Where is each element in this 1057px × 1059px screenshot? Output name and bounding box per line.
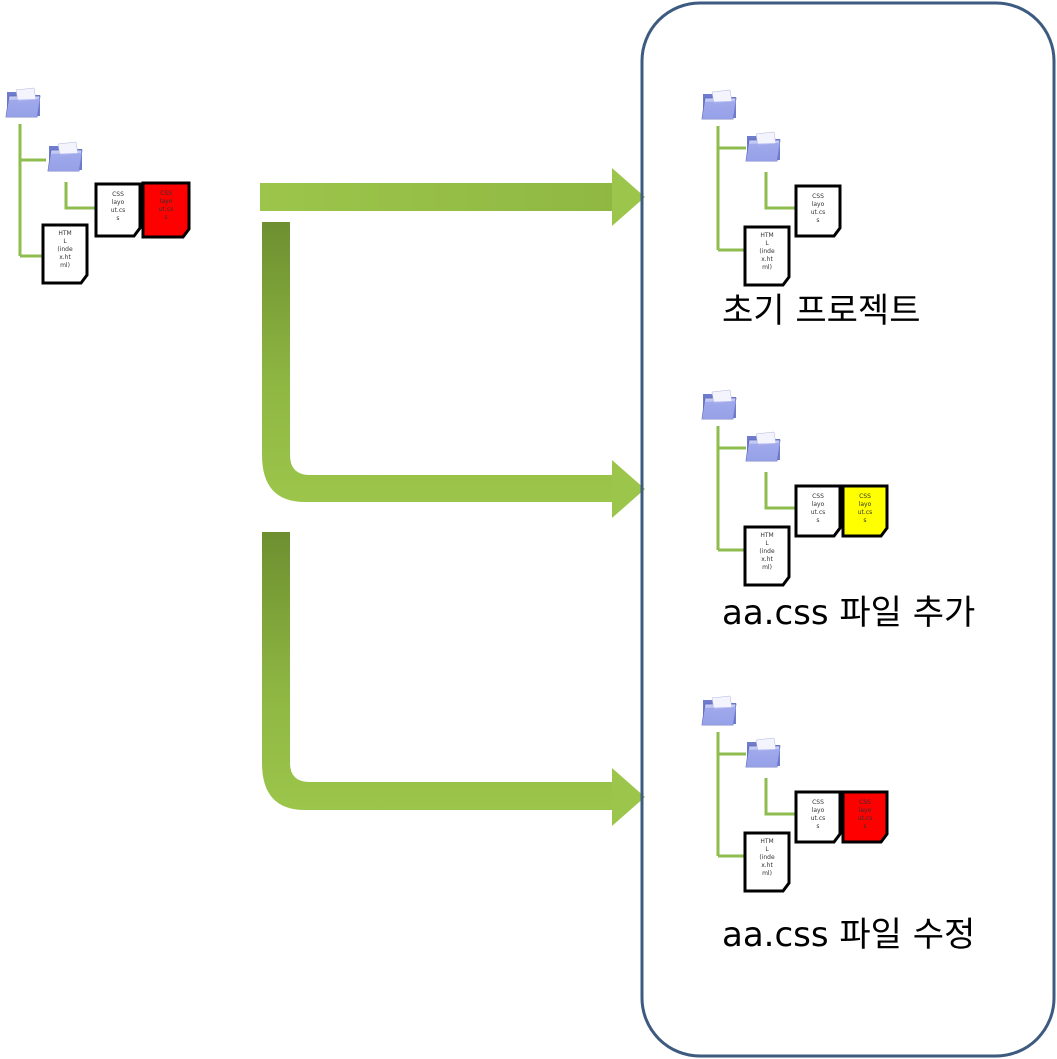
folder-icon — [701, 89, 737, 120]
stage-caption-initial: 초기 프로젝트 — [722, 291, 921, 331]
svg-text:x.ht: x.ht — [761, 556, 773, 563]
svg-text:s: s — [116, 215, 119, 222]
svg-text:layo: layo — [812, 201, 825, 208]
svg-text:L: L — [765, 846, 769, 853]
svg-text:HTM: HTM — [760, 532, 773, 539]
svg-text:HTM: HTM — [58, 230, 71, 237]
svg-text:HTM: HTM — [760, 232, 773, 239]
folder-icon — [701, 695, 737, 726]
svg-text:HTM: HTM — [760, 838, 773, 845]
svg-text:layo: layo — [859, 501, 872, 508]
svg-text:layo: layo — [859, 807, 872, 814]
folder-icon — [745, 131, 781, 162]
svg-text:CSS: CSS — [160, 190, 172, 197]
svg-text:ml): ml) — [762, 564, 772, 571]
source-tree: CSS layo ut.cs s CSS layo ut.cs s HTM L … — [5, 87, 191, 285]
svg-text:layo: layo — [112, 199, 125, 206]
svg-text:L: L — [765, 540, 769, 547]
svg-text:s: s — [816, 217, 819, 224]
svg-text:x.ht: x.ht — [761, 256, 773, 263]
svg-text:ml): ml) — [762, 264, 772, 271]
svg-text:CSS: CSS — [859, 493, 871, 500]
svg-text:ut.cs: ut.cs — [811, 209, 826, 216]
svg-text:CSS: CSS — [859, 799, 871, 806]
stage-tree: CSSlayout.cssCSSlayout.cssHTML(index.htm… — [701, 389, 889, 587]
arrow-to-add — [262, 222, 645, 518]
svg-text:(inde: (inde — [759, 548, 775, 555]
css-file-icon: CSS layo ut.cs s — [141, 181, 191, 239]
svg-text:x.ht: x.ht — [59, 254, 71, 261]
svg-text:ut.cs: ut.cs — [858, 509, 873, 516]
svg-text:ut.cs: ut.cs — [858, 815, 873, 822]
svg-text:s: s — [863, 517, 866, 524]
svg-text:ut.cs: ut.cs — [811, 509, 826, 516]
svg-text:s: s — [863, 823, 866, 830]
svg-text:layo: layo — [160, 198, 173, 205]
svg-text:CSS: CSS — [812, 493, 824, 500]
svg-text:L: L — [765, 240, 769, 247]
svg-text:CSS: CSS — [812, 799, 824, 806]
svg-text:CSS: CSS — [112, 191, 124, 198]
folder-icon — [701, 389, 737, 420]
folder-icon — [745, 737, 781, 768]
svg-text:x.ht: x.ht — [761, 862, 773, 869]
svg-text:ut.cs: ut.cs — [811, 815, 826, 822]
folder-icon — [745, 431, 781, 462]
svg-text:ut.cs: ut.cs — [159, 206, 174, 213]
svg-text:s: s — [816, 517, 819, 524]
svg-text:s: s — [816, 823, 819, 830]
folder-icon — [5, 87, 41, 118]
svg-text:(inde: (inde — [57, 246, 73, 253]
stage-caption-add: aa.css 파일 추가 — [722, 593, 976, 633]
svg-text:CSS: CSS — [812, 193, 824, 200]
css-file-icon: CSS layo ut.cs s — [94, 182, 142, 238]
arrow-to-modify — [262, 532, 645, 826]
svg-text:ml): ml) — [762, 870, 772, 877]
arrow-to-initial — [260, 168, 645, 226]
svg-text:ml): ml) — [60, 262, 70, 269]
svg-text:(inde: (inde — [759, 854, 775, 861]
folder-icon — [47, 141, 83, 172]
svg-text:L: L — [63, 238, 67, 245]
html-file-icon: HTM L (inde x.ht ml) — [41, 223, 89, 285]
stage-caption-modify: aa.css 파일 수정 — [722, 915, 976, 955]
result-panel — [640, 1, 1056, 1058]
svg-text:ut.cs: ut.cs — [111, 207, 126, 214]
stage-tree: CSSlayout.cssCSSlayout.cssHTML(index.htm… — [701, 695, 889, 893]
svg-text:layo: layo — [812, 501, 825, 508]
svg-text:layo: layo — [812, 807, 825, 814]
svg-text:s: s — [164, 214, 167, 221]
svg-text:(inde: (inde — [759, 248, 775, 255]
